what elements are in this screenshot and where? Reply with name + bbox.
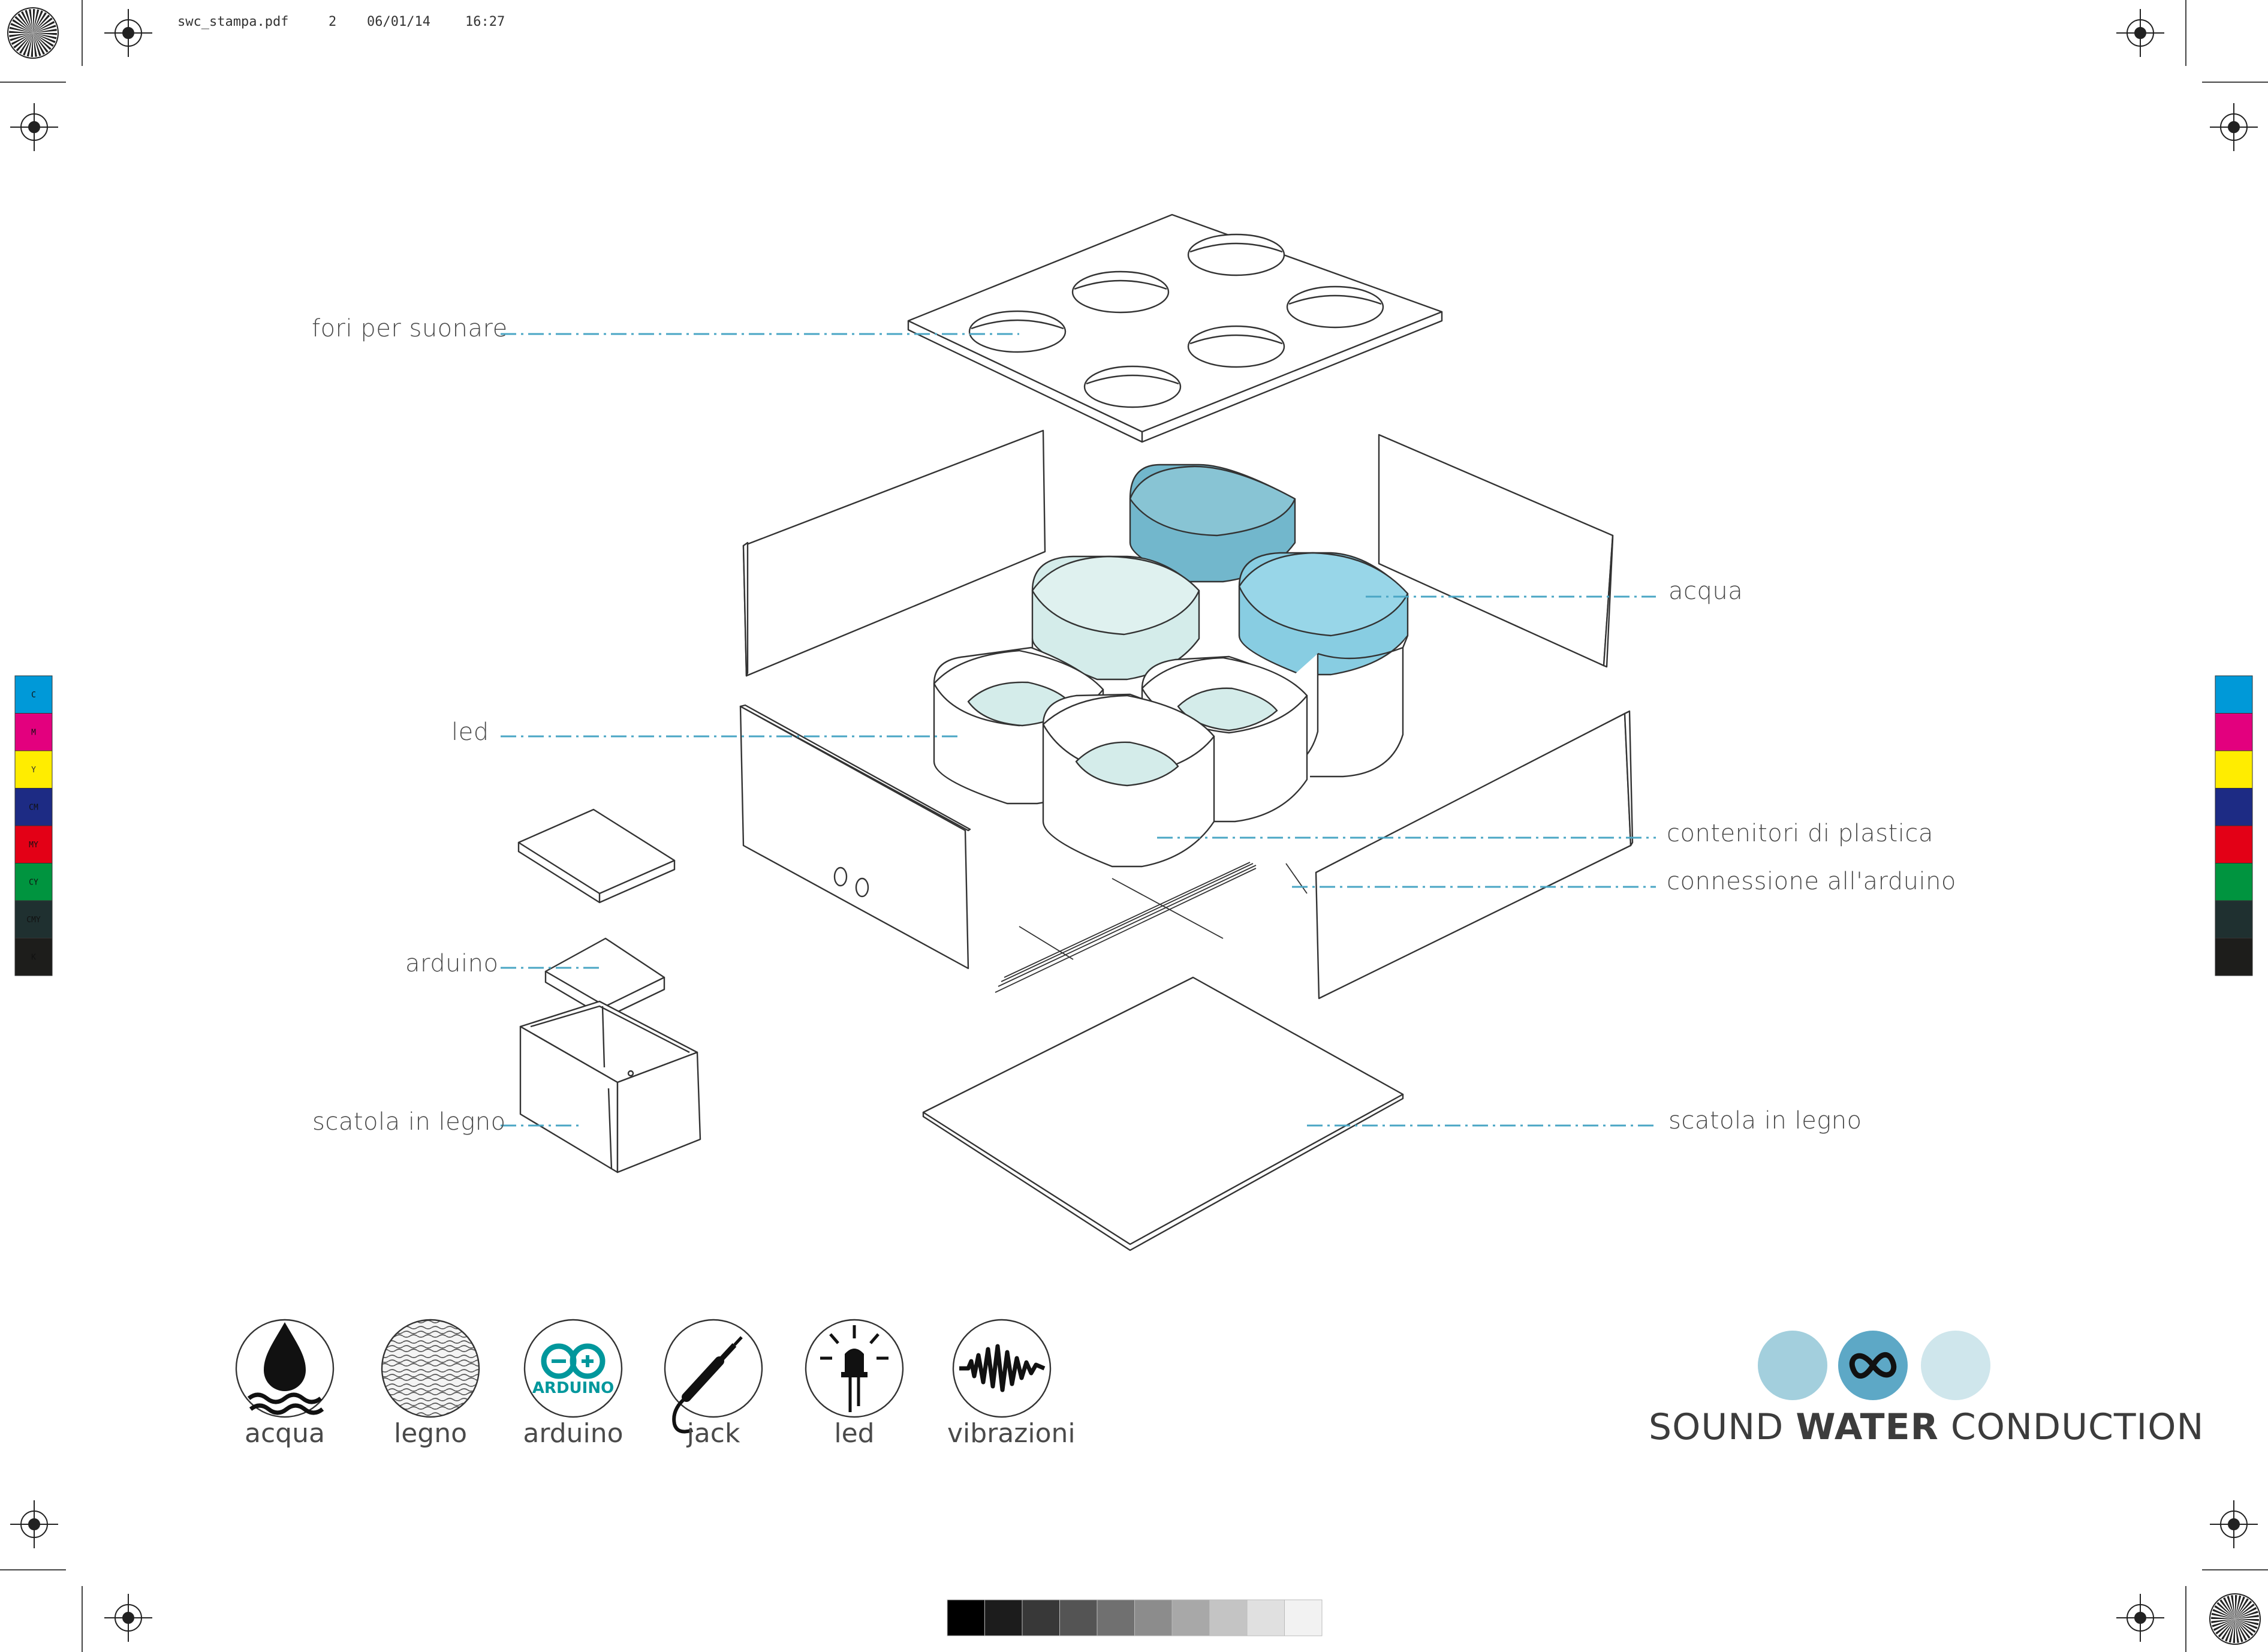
callout-containers: contenitori di plastica bbox=[1667, 820, 1933, 847]
legend-label-led: led bbox=[834, 1418, 875, 1449]
wood-grain-icon bbox=[381, 1319, 480, 1418]
color-bar-right bbox=[2215, 675, 2253, 976]
color-swatch-left bbox=[14, 713, 53, 751]
gray-swatch bbox=[1246, 1599, 1285, 1636]
callout-arduino-connection: connessione all'arduino bbox=[1667, 868, 1956, 895]
water-drop-icon bbox=[235, 1319, 335, 1418]
callout-wood-box-left: scatola in legno bbox=[312, 1108, 506, 1136]
color-swatch-label: K bbox=[31, 953, 36, 962]
color-swatch-right bbox=[2215, 713, 2253, 751]
gray-swatch bbox=[984, 1599, 1023, 1636]
infinity-icon bbox=[1849, 1352, 1897, 1379]
callout-holes: fori per suonare bbox=[312, 315, 508, 342]
callout-wood-box-right: scatola in legno bbox=[1668, 1107, 1862, 1135]
gray-swatch bbox=[1171, 1599, 1210, 1636]
registration-target-icon bbox=[10, 9, 2258, 1642]
color-swatch-label: MY bbox=[29, 841, 38, 850]
waveform-icon bbox=[952, 1319, 1052, 1418]
color-swatch-label: CY bbox=[29, 878, 38, 887]
legend-label-wood: legno bbox=[393, 1418, 468, 1449]
gray-swatch bbox=[1134, 1599, 1173, 1636]
arduino-logo-text: ARDUINO bbox=[532, 1379, 614, 1397]
header-time: 16:27 bbox=[465, 14, 505, 29]
color-swatch-right bbox=[2215, 900, 2253, 938]
callout-led: led bbox=[451, 718, 489, 746]
color-swatch-label: M bbox=[31, 729, 36, 738]
legend-label-water: acqua bbox=[245, 1418, 325, 1449]
cables bbox=[995, 862, 1308, 993]
callout-water: acqua bbox=[1668, 577, 1743, 605]
brand-logo bbox=[1758, 1331, 1990, 1400]
led-icon bbox=[805, 1319, 904, 1418]
gray-swatch bbox=[1284, 1599, 1323, 1636]
header-filename: swc_stampa.pdf bbox=[177, 14, 289, 29]
color-swatch-right bbox=[2215, 938, 2253, 976]
gray-swatch bbox=[1022, 1599, 1060, 1636]
brand-wordmark: SOUND WATER CONDUCTION bbox=[1649, 1406, 2204, 1448]
bottom-plate bbox=[922, 976, 1404, 1251]
color-swatch-right bbox=[2215, 750, 2253, 789]
gray-swatch bbox=[1059, 1599, 1098, 1636]
color-swatch-left bbox=[14, 750, 53, 789]
star-target-icon bbox=[7, 7, 2261, 1645]
plastic-containers bbox=[933, 464, 1409, 868]
callout-arduino: arduino bbox=[405, 950, 499, 977]
brand-word-conduction: CONDUCTION bbox=[1950, 1406, 2204, 1448]
color-swatch-label: Y bbox=[31, 766, 36, 775]
gray-ramp bbox=[947, 1599, 1323, 1636]
color-swatch-label: CM bbox=[29, 804, 38, 813]
leader-lines bbox=[501, 333, 1656, 1127]
legend-label-arduino: arduino bbox=[523, 1418, 624, 1449]
color-swatch-right bbox=[2215, 788, 2253, 826]
color-swatch-left bbox=[14, 675, 53, 714]
audio-jack-icon bbox=[664, 1319, 763, 1434]
color-swatch-right bbox=[2215, 863, 2253, 901]
color-swatch-left bbox=[14, 900, 53, 938]
header-date: 06/01/14 bbox=[367, 14, 430, 29]
back-right-wall bbox=[1378, 434, 1614, 668]
top-lid bbox=[907, 213, 1443, 443]
legend-label-vibrations: vibrazioni bbox=[947, 1418, 1076, 1449]
arduino-board-top bbox=[517, 808, 676, 904]
gray-swatch bbox=[1209, 1599, 1248, 1636]
color-swatch-label: C bbox=[31, 691, 36, 700]
brand-word-water: WATER bbox=[1796, 1406, 1939, 1448]
brand-word-sound: SOUND bbox=[1649, 1406, 1784, 1448]
color-swatch-right bbox=[2215, 825, 2253, 863]
small-wood-box bbox=[519, 1000, 701, 1173]
gray-swatch bbox=[1097, 1599, 1135, 1636]
gray-swatch bbox=[947, 1599, 985, 1636]
color-swatch-right bbox=[2215, 675, 2253, 714]
front-right-wall bbox=[1315, 710, 1634, 1000]
color-swatch-label: CMY bbox=[26, 916, 41, 925]
arduino-logo-icon: ARDUINO bbox=[523, 1319, 623, 1418]
back-left-wall bbox=[742, 429, 1046, 677]
legend-label-jack: jack bbox=[686, 1418, 740, 1449]
header-page: 2 bbox=[329, 14, 337, 29]
color-swatch-left bbox=[14, 938, 53, 976]
